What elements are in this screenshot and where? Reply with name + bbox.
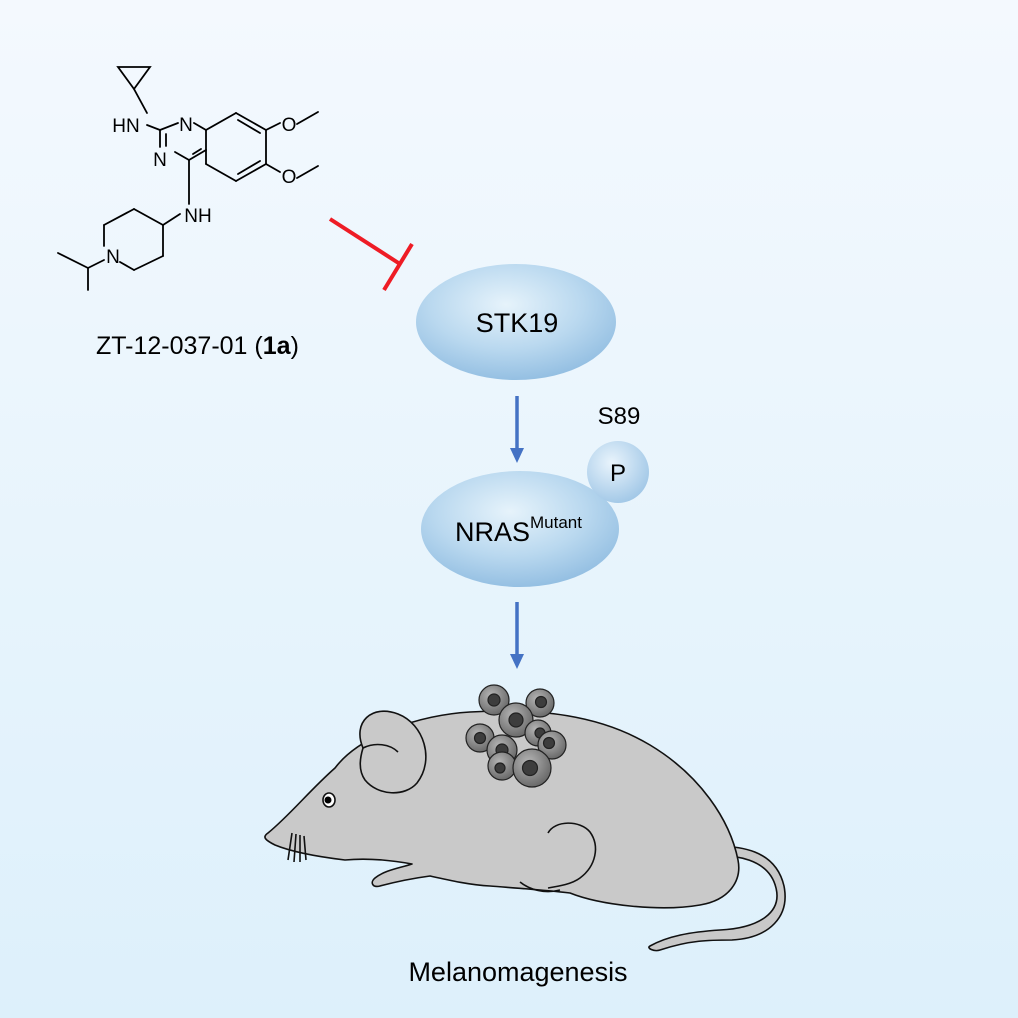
- outcome-label: Melanomagenesis: [408, 957, 627, 987]
- nras-label: NRASMutant: [455, 513, 582, 547]
- site-label: S89: [598, 403, 641, 430]
- atom-o-bottom: O: [282, 167, 297, 188]
- compound-name-prefix: ZT-12-037-01 (: [96, 332, 263, 360]
- pathway-arrow-1: [510, 396, 524, 463]
- mouse-leg: [547, 822, 597, 889]
- phosphate-label: P: [610, 460, 626, 487]
- pathway-arrow-2: [510, 602, 524, 669]
- stk19-label: STK19: [476, 308, 559, 338]
- phosphate-circle: [587, 441, 649, 503]
- mouse-tail: [648, 845, 786, 952]
- atom-nh: NH: [184, 206, 211, 227]
- mouse-illustration: [264, 710, 786, 952]
- atom-labels: HN N N NH N O O: [106, 115, 296, 268]
- tumor-cells: [465, 684, 567, 788]
- compound-number: 1a: [263, 332, 292, 360]
- atom-n-piperidine: N: [106, 247, 120, 268]
- compound-name: ZT-12-037-01 (1a): [96, 332, 299, 360]
- atom-o-top: O: [282, 115, 297, 136]
- nras-oval: [421, 471, 619, 587]
- chemical-structure: [57, 66, 319, 291]
- inhibition-arrow: [328, 217, 414, 292]
- nras-main: NRAS: [455, 517, 530, 547]
- nras-superscript: Mutant: [530, 513, 582, 532]
- mouse-ear: [359, 710, 427, 794]
- compound-name-suffix: ): [291, 332, 299, 360]
- atom-n-ring-top: N: [179, 115, 193, 136]
- atom-n-ring-left: N: [153, 150, 167, 171]
- stk19-oval: [416, 264, 616, 380]
- atom-hn-top: HN: [112, 116, 139, 137]
